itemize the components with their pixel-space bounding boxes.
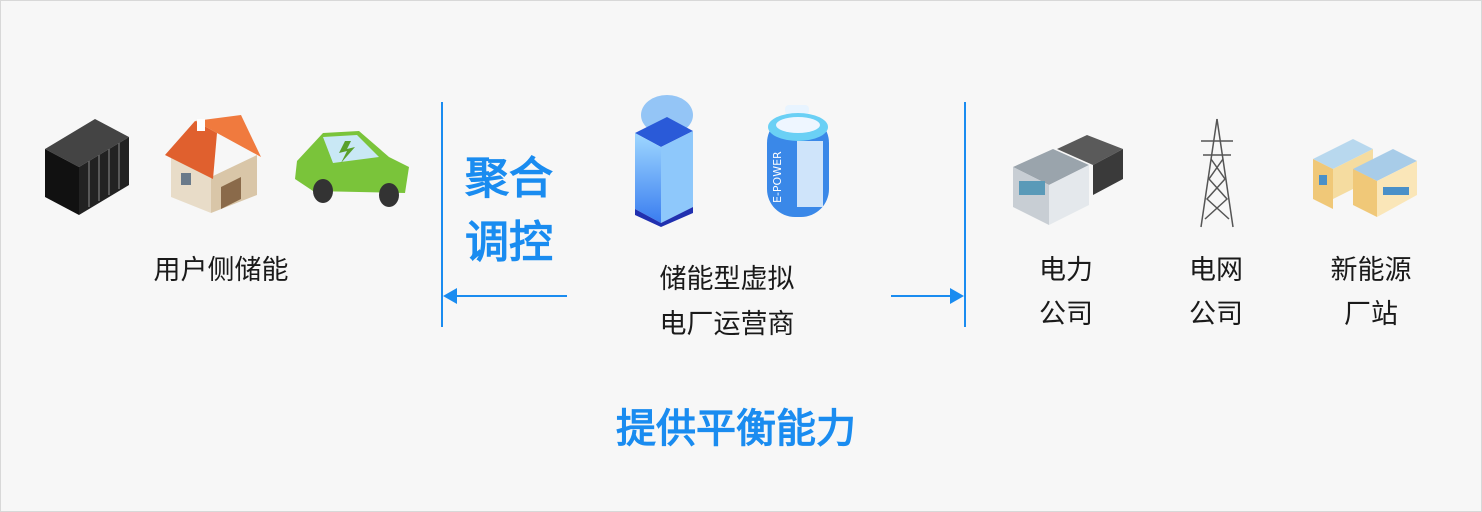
battery-brand-text: E-POWER <box>771 151 784 203</box>
user-side-storage-label: 用户侧储能 <box>153 255 289 286</box>
left-arrow-head <box>443 288 457 304</box>
left-divider-line <box>441 102 443 327</box>
renewable-station-line2: 厂站 <box>1344 299 1398 330</box>
battery-icon: E-POWER <box>767 105 829 217</box>
center-label-line2: 电厂运营商 <box>659 309 795 340</box>
left-arrow-shaft <box>453 295 567 297</box>
power-station-icon <box>1313 139 1417 217</box>
right-arrow-shaft <box>891 295 953 297</box>
center-label-line1: 储能型虚拟 <box>659 264 795 295</box>
transmission-tower-icon <box>1200 118 1234 228</box>
cloud-server-icon <box>635 95 693 227</box>
grid-company-line2: 公司 <box>1189 299 1243 330</box>
aggregation-line1: 聚合 <box>465 153 553 204</box>
renewable-station-line1: 新能源 <box>1330 255 1412 286</box>
power-company-line2: 公司 <box>1039 299 1093 330</box>
aggregation-line2: 调控 <box>465 217 553 268</box>
balancing-capability-label: 提供平衡能力 <box>616 406 856 452</box>
power-company-line1: 电力 <box>1039 255 1093 286</box>
server-rack-icon <box>45 119 129 215</box>
power-company-building-icon <box>1013 135 1123 225</box>
electric-car-icon <box>295 131 409 207</box>
right-divider-line <box>964 102 966 327</box>
right-arrow-head <box>950 288 964 304</box>
grid-company-line1: 电网 <box>1189 255 1243 286</box>
house-icon <box>165 115 261 213</box>
